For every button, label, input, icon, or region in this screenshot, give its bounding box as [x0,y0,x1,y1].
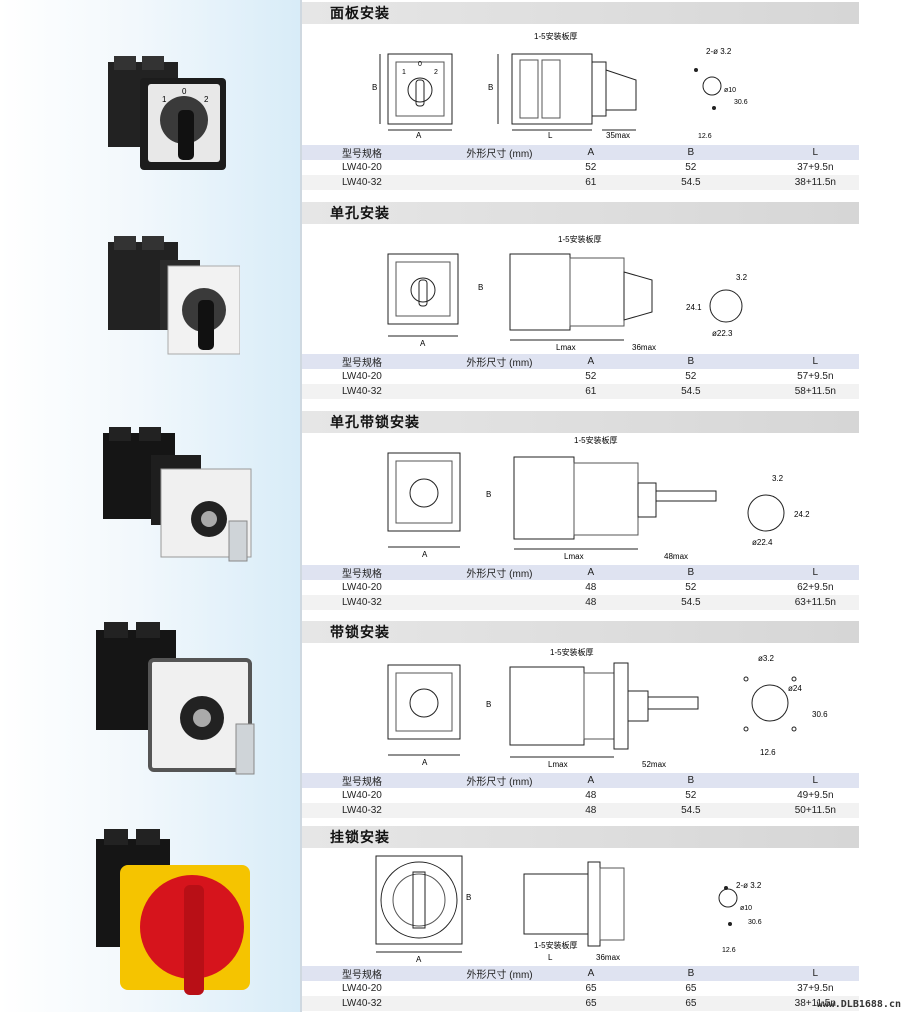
dim-l: L [548,953,553,962]
section-lock-mount: 带锁安装 A B 1-5安装板厚 Lmax 52max [302,621,859,818]
dim-d2: 24.2 [794,510,810,519]
section-title: 面板安装 [302,2,859,24]
th-b: B [609,145,772,160]
dim-thickness: 1-5安装板厚 [534,940,578,950]
dim-h3: 12.6 [722,947,736,954]
photo-label-1: 1 [162,95,167,104]
section-single-hole: 单孔安装 A B 1-5安装板厚 Lmax 36max 3.2 24.1 [302,202,859,399]
switch-photo-lock [96,622,255,775]
dim-h1: ø10 [740,905,752,912]
switch-photo-single-hole [108,236,240,355]
dim-d1: 3.2 [772,474,784,483]
dimension-drawing: A B 1-5安装板厚 Lmax 36max 3.2 24.1 ø22.3 [302,224,859,354]
dim-thickness: 1-5安装板厚 [558,234,602,244]
th-a: A [571,145,610,160]
dim-d3: ø22.4 [752,538,773,547]
dim-a: A [416,131,422,140]
dim-l: L [548,131,553,140]
dim-thickness: 1-5安装板厚 [550,647,594,657]
dim-max: 48max [664,552,688,561]
switch-photo-single-hole-lock [103,427,252,562]
dim-thickness: 1-5安装板厚 [574,435,618,445]
dim-max: 52max [642,760,666,769]
section-panel-mount: 面板安装 1 0 2 A B 1-5安装板厚 L [302,2,859,190]
watermark-text: www.DLB1688.cn [816,999,901,1010]
label-2: 2 [434,69,438,76]
dim-a: A [416,955,422,964]
dimension-drawing: 1 0 2 A B 1-5安装板厚 L 35max B [302,24,859,145]
dim-b: B [486,700,491,709]
section-single-hole-lock: 单孔带锁安装 A B 1-5安装板厚 Lmax 48max 3.2 24.2 [302,411,859,610]
dim-d3: 30.6 [812,710,828,719]
dim-b: B [478,283,483,292]
dim-holes: 2-ø 3.2 [736,881,762,890]
section-padlock-mount: 挂锁安装 A B 1-5安装板厚 L 36max 2-ø 3.2 [302,826,859,1011]
th-model: 型号规格 [302,145,467,160]
dim-d2: 24.1 [686,303,702,312]
dim-a: A [422,758,428,767]
dim-max: 35max [606,131,630,140]
panel-mount-drawing: 1 0 2 A B 1-5安装板厚 L 35max B [372,31,748,140]
dimension-drawing: A B 1-5安装板厚 Lmax 52max ø3.2 ø24 30.6 [302,643,859,773]
section-title: 单孔安装 [302,202,859,224]
th-l: L [771,145,859,160]
product-photo-column: 1 0 2 [0,0,300,1012]
lock-mount-drawing: A B 1-5安装板厚 Lmax 52max ø3.2 ø24 30.6 [387,647,828,769]
dim-h3: 12.6 [698,133,712,140]
dim-max: 36max [596,953,620,962]
dim-d3: ø22.3 [712,329,733,338]
dimension-drawing: A B 1-5安装板厚 Lmax 48max 3.2 24.2 ø22.4 [302,433,859,565]
dim-l: Lmax [564,552,584,561]
photo-label-2: 2 [204,95,209,104]
single-hole-lock-drawing: A B 1-5安装板厚 Lmax 48max 3.2 24.2 ø22.4 [387,435,810,561]
section-title: 挂锁安装 [302,826,859,848]
photo-label-0: 0 [182,87,187,96]
label-1: 1 [402,69,406,76]
dim-d2: ø24 [788,684,802,693]
dim-a: A [422,550,428,559]
column-divider [300,0,302,1012]
dim-h2: 30.6 [748,919,762,926]
dim-max: 36max [632,343,656,352]
dim-l: Lmax [548,760,568,769]
dim-a: A [420,339,426,348]
th-dim: 外形尺寸 (mm) [466,145,572,160]
section-title: 带锁安装 [302,621,859,643]
dim-b: B [486,490,491,499]
dim-b: B [466,893,471,902]
single-hole-drawing: A B 1-5安装板厚 Lmax 36max 3.2 24.1 ø22.3 [387,234,748,352]
dim-d4: 12.6 [760,748,776,757]
switch-photo-panel: 1 0 2 [108,56,226,170]
dimension-drawing: A B 1-5安装板厚 L 36max 2-ø 3.2 ø10 30.6 12.… [302,848,859,966]
dim-h2: 30.6 [734,99,748,106]
dim-thickness: 1-5安装板厚 [534,31,578,41]
spec-sheet: 面板安装 1 0 2 A B 1-5安装板厚 L [302,0,859,1012]
dim-b: B [372,83,377,92]
section-title: 单孔带锁安装 [302,411,859,433]
label-0: 0 [418,61,422,68]
dim-b-side: B [488,83,493,92]
dim-d1: 3.2 [736,273,748,282]
dim-d1: ø3.2 [758,654,775,663]
padlock-mount-drawing: A B 1-5安装板厚 L 36max 2-ø 3.2 ø10 30.6 12.… [375,855,762,964]
dim-h1: ø10 [724,87,736,94]
switch-photo-padlock [96,829,250,995]
dim-holes: 2-ø 3.2 [706,47,732,56]
dim-l: Lmax [556,343,576,352]
